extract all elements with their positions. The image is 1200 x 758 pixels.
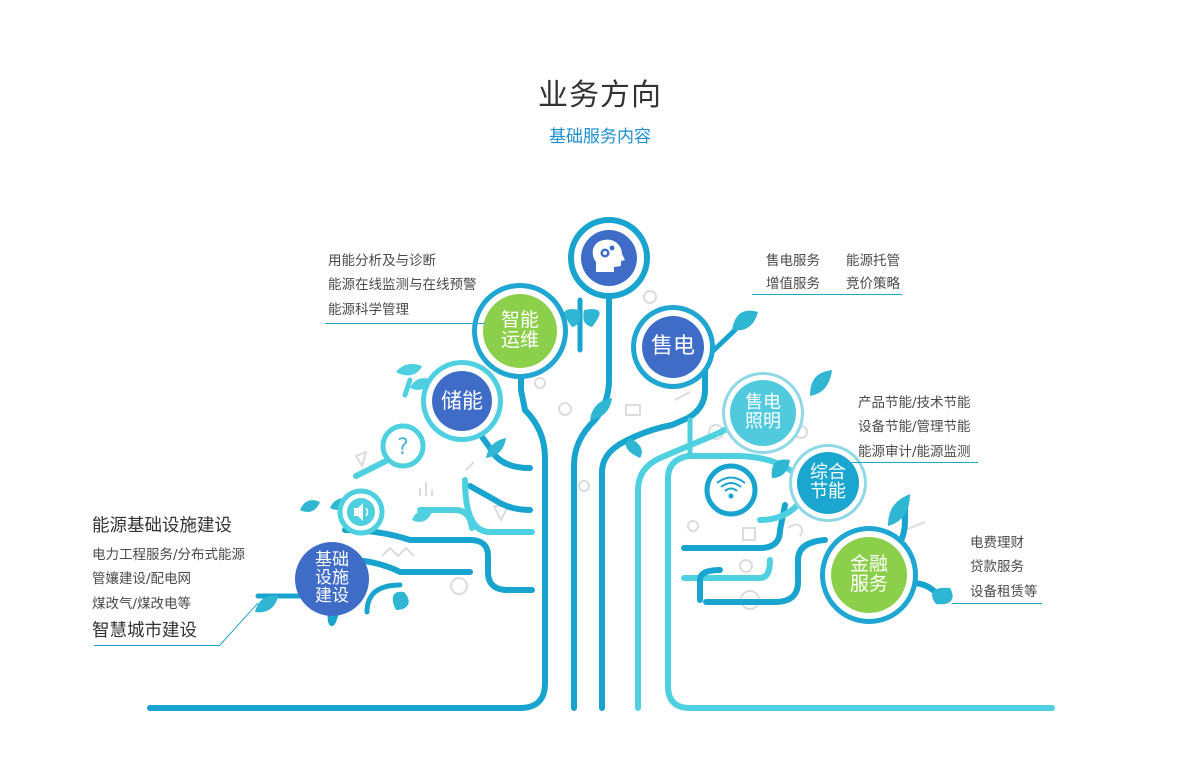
node-comprehensive-saving: 综合 节能 <box>797 452 859 514</box>
finance-underline <box>952 603 1042 604</box>
saving-item-3: 能源审计/能源监测 <box>858 444 971 460</box>
sales-underline <box>752 294 902 295</box>
node-infrastructure-line3: 建设 <box>315 585 349 606</box>
tree-branches <box>147 297 1055 711</box>
tree-leaves <box>255 309 953 613</box>
finance-item-2: 贷款服务 <box>970 559 1024 575</box>
saving-underline <box>840 462 978 463</box>
node-energy-storage-label: 储能 <box>441 388 483 413</box>
infra-item-3: 煤改气/煤改电等 <box>92 596 192 612</box>
infra-footer: 智慧城市建设 <box>92 621 197 641</box>
infra-underline <box>94 645 220 646</box>
ops-item-3: 能源科学管理 <box>328 302 409 318</box>
node-sales-lighting: 售电 照明 <box>730 380 796 446</box>
wifi-icon <box>704 463 758 517</box>
node-infrastructure-line2: 设施 <box>315 568 349 589</box>
saving-item-1: 产品节能/技术节能 <box>858 395 971 411</box>
node-financial-services-line2: 服务 <box>849 573 888 595</box>
sales-item-1: 售电服务 <box>766 253 820 269</box>
sales-item-3: 增值服务 <box>766 276 820 292</box>
finance-item-3: 设备租赁等 <box>970 584 1038 600</box>
node-electricity-sales: 售电 <box>642 316 704 378</box>
node-smart-ops-line1: 智能 <box>500 309 539 332</box>
speaker-icon <box>337 488 385 536</box>
infra-item-1: 电力工程服务/分布式能源 <box>92 547 246 563</box>
node-electricity-sales-label: 售电 <box>650 334 695 360</box>
decorative-background-icons <box>354 290 926 610</box>
node-comprehensive-saving-line2: 节能 <box>810 481 846 502</box>
node-financial-services-line1: 金融 <box>849 553 888 576</box>
brain-head-icon <box>592 239 625 272</box>
sales-item-4: 竞价策略 <box>846 276 900 292</box>
svg-text:?: ? <box>397 435 409 460</box>
ops-underline <box>325 323 485 324</box>
node-smart-ops: 智能 运维 <box>483 294 557 368</box>
question-magnifier-icon: ? <box>353 423 426 479</box>
infra-item-2: 管孃建设/配电网 <box>92 571 192 587</box>
saving-item-2: 设备节能/管理节能 <box>858 419 971 435</box>
node-infrastructure: 基础 设施 建设 <box>295 542 369 616</box>
ops-item-2: 能源在线监测与在线预警 <box>328 277 477 293</box>
page-subtitle: 基础服务内容 <box>549 127 651 147</box>
node-sales-lighting-line2: 照明 <box>745 411 781 432</box>
node-financial-services: 金融 服务 <box>831 537 907 613</box>
page-title: 业务方向 <box>538 78 662 113</box>
node-smart-ops-line2: 运维 <box>500 329 539 351</box>
infra-heading: 能源基础设施建设 <box>92 516 232 536</box>
infra-connector <box>219 602 259 646</box>
ops-item-1: 用能分析及与诊断 <box>328 253 436 269</box>
brain-head-node <box>568 217 650 299</box>
finance-item-1: 电费理财 <box>970 535 1024 551</box>
node-sales-lighting-line1: 售电 <box>745 392 781 414</box>
sales-item-2: 能源托管 <box>846 253 900 269</box>
node-energy-storage: 储能 <box>432 371 492 431</box>
node-infrastructure-line1: 基础 <box>315 550 349 571</box>
node-comprehensive-saving-line1: 综合 <box>810 462 846 484</box>
